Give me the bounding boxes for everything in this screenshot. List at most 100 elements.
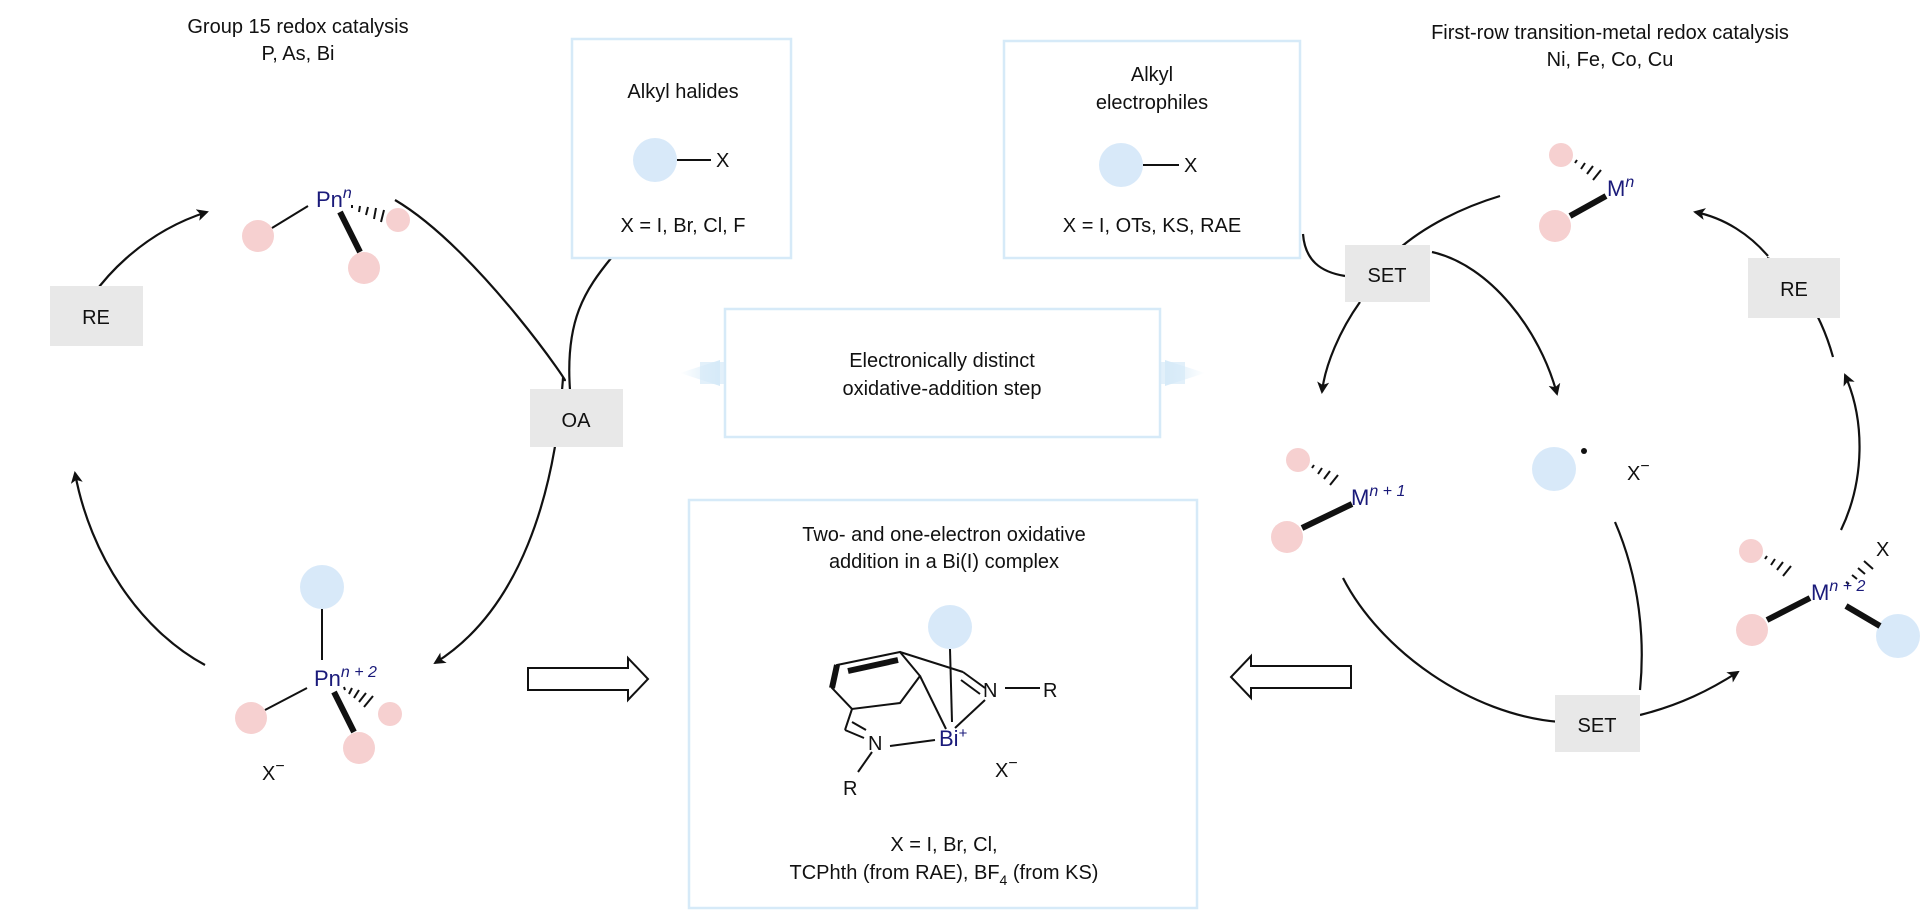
center-panel	[723, 307, 1162, 439]
n-bi-bond	[954, 699, 986, 729]
oa-box	[530, 389, 623, 447]
right-cycle-title: First-row transition-metal redox catalys…	[1431, 22, 1789, 44]
bi-scope-1: X = I, Br, Cl,	[890, 834, 997, 856]
right-cycle-subtitle: Ni, Fe, Co, Cu	[1547, 49, 1674, 71]
center-line-1: Electronically distinct	[849, 350, 1035, 372]
set-top-label: SET	[1368, 265, 1407, 287]
wedge-bond	[337, 210, 363, 254]
bi-r2: R	[843, 778, 857, 800]
bond	[264, 687, 308, 711]
hashed-bond-left	[1764, 555, 1792, 577]
right-arc-up	[1840, 373, 1861, 531]
oa-label: OA	[562, 410, 592, 432]
pn-n2-complex: Pnn + 2 X−	[235, 565, 402, 785]
n-bi-bond-2	[889, 739, 936, 747]
left-re-label: RE	[82, 307, 110, 329]
set-bottom-label: SET	[1578, 715, 1617, 737]
alkyl-electrophiles-box: Alkyl electrophiles X X = I, OTs, KS, RA…	[1002, 39, 1302, 260]
alkyl-electrophiles-title-1: Alkyl	[1131, 64, 1173, 86]
bi-title-2: addition in a Bi(I) complex	[829, 551, 1059, 573]
substituent-pink-front	[1271, 521, 1303, 553]
right-arc-bottom-mid	[1613, 521, 1643, 691]
bi-complex-box: Two- and one-electron oxidative addition…	[687, 498, 1199, 910]
radical-dot	[1581, 448, 1587, 454]
alkyl-electrophiles-x: X	[1184, 155, 1197, 177]
right-cycle: First-row transition-metal redox catalys…	[1271, 22, 1920, 752]
hashed-bond	[343, 686, 374, 708]
bi-atom-n1: N	[983, 680, 997, 702]
wedge-bond	[331, 690, 357, 734]
right-re-label: RE	[1780, 279, 1808, 301]
right-arc-to-m2	[1639, 670, 1740, 717]
bi-structure: N R N R Bi+ X−	[829, 605, 1057, 800]
bi-alkyl-bond	[949, 648, 953, 723]
alkyl-halide-feed-arc	[568, 256, 613, 391]
alkyl-halides-x: X	[716, 150, 729, 172]
alkyl-group-circle	[633, 138, 677, 182]
set-arrow-to-metal	[1317, 301, 1361, 394]
substituent-pink-bottom	[343, 732, 375, 764]
alkyl-group-circle	[1099, 143, 1143, 187]
set-arrow-to-radical	[1431, 250, 1561, 396]
set-bottom-box	[1555, 695, 1640, 752]
radical-counter-ion: X−	[1627, 458, 1650, 485]
ring-bi-bond	[919, 675, 947, 730]
hollow-arrow-right	[527, 655, 650, 703]
alkyl-halides-scope: X = I, Br, Cl, F	[620, 215, 745, 237]
bond	[271, 205, 309, 229]
pn-n-complex: Pnn	[242, 185, 410, 284]
left-cycle: Group 15 redox catalysis P, As, Bi RE OA	[50, 16, 623, 785]
bi-scope-2: TCPhth (from RAE), BF4 (from KS)	[790, 862, 1099, 888]
m-n1-label: Mn + 1	[1351, 483, 1405, 510]
center-comparison: Electronically distinct oxidative-additi…	[680, 307, 1205, 439]
alkyl-radical: X−	[1532, 447, 1650, 491]
right-arc-bottom-left	[1342, 577, 1561, 724]
substituent-pink-left	[235, 702, 267, 734]
substituent-pink-back	[1739, 539, 1763, 563]
m-n-complex: Mn	[1539, 143, 1634, 242]
wedge-bond-right	[1844, 603, 1882, 629]
right-re-box	[1748, 258, 1840, 318]
left-cycle-subtitle: P, As, Bi	[261, 43, 334, 65]
m-n-label: Mn	[1607, 174, 1634, 201]
alkyl-electrophiles-title-2: electrophiles	[1096, 92, 1208, 114]
substituent-pink-front	[1736, 614, 1768, 646]
substituent-pink-back	[378, 702, 402, 726]
alkyl-electrophiles-scope: X = I, OTs, KS, RAE	[1063, 215, 1241, 237]
bi-title-1: Two- and one-electron oxidative	[802, 524, 1086, 546]
substituent-pink-left	[242, 220, 274, 252]
hashed-bond	[351, 205, 385, 223]
right-arc-re-upper	[1693, 208, 1769, 257]
substituent-blue	[300, 565, 344, 609]
pn-n2-label: Pnn + 2	[314, 664, 377, 691]
hollow-arrow-left	[1229, 653, 1352, 701]
set-top-box	[1345, 245, 1430, 302]
left-cycle-title: Group 15 redox catalysis	[187, 16, 408, 38]
substituent-pink-back	[1286, 448, 1310, 472]
substituent-pink-back	[1549, 143, 1573, 167]
m-n1-complex: Mn + 1	[1271, 448, 1405, 553]
bi-atom: Bi+	[939, 725, 968, 751]
left-counter-ion: X−	[262, 758, 285, 785]
center-line-2: oxidative-addition step	[842, 378, 1041, 400]
bi-counter-ion: X−	[995, 755, 1018, 782]
hashed-bond-right	[1845, 560, 1874, 585]
substituent-pink-back	[386, 208, 410, 232]
wedge-bond	[1300, 501, 1354, 531]
left-re-box	[50, 286, 143, 346]
alkyl-electrophiles-panel	[1002, 39, 1302, 260]
hashed-bond	[1574, 159, 1602, 181]
alkyl-halides-panel	[570, 37, 793, 260]
alkyl-on-metal	[1876, 614, 1920, 658]
alkyl-on-bi	[928, 605, 972, 649]
bi-r1: R	[1043, 680, 1057, 702]
alkyl-halides-box: Alkyl halides X X = I, Br, Cl, F	[570, 37, 793, 260]
m-n2-x: X	[1876, 539, 1889, 561]
wedge-bond-left	[1765, 595, 1812, 623]
m-n2-complex: X Mn + 2	[1736, 539, 1920, 658]
m-n2-label: Mn + 2	[1811, 578, 1865, 605]
left-arc-bottom-left	[70, 471, 206, 666]
pn-n-label: Pnn	[316, 185, 352, 212]
substituent-pink-bottom	[348, 252, 380, 284]
